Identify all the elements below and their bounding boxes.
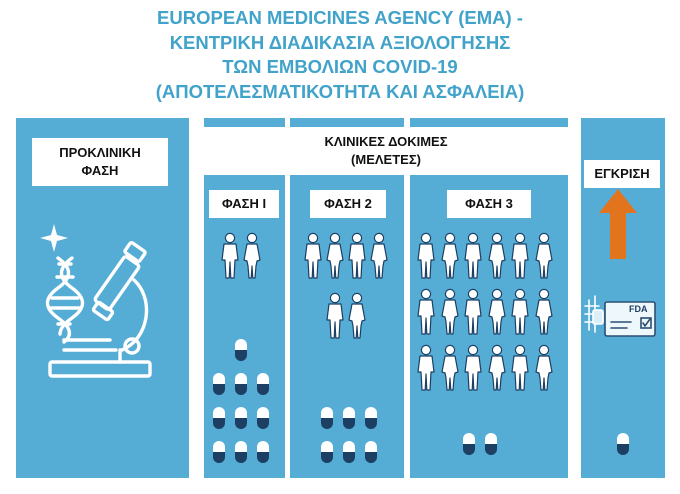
pill-icon [462, 432, 476, 456]
approval-doses [616, 432, 630, 456]
pill-icon [364, 440, 378, 464]
person-icon [510, 232, 534, 280]
pill-icon [320, 440, 334, 464]
person-icon [440, 344, 464, 392]
pill-icon [234, 338, 248, 362]
approval-label: ΕΓΚΡΙΣΗ [584, 160, 660, 188]
person-icon [510, 344, 534, 392]
person-icon [487, 344, 511, 392]
person-icon [487, 288, 511, 336]
person-icon [440, 288, 464, 336]
spacer [303, 292, 325, 340]
person-icon [534, 344, 558, 392]
pill-icon [234, 406, 248, 430]
phase-2-doses [320, 406, 378, 464]
person-icon [534, 288, 558, 336]
phase-1-label: ΦΑΣΗ Ι [209, 190, 279, 218]
phase-3-participants [416, 232, 557, 392]
person-icon [325, 292, 347, 340]
pill-icon [212, 406, 226, 430]
pill-icon [256, 406, 270, 430]
pill-icon [342, 440, 356, 464]
phase-1-doses [212, 338, 270, 464]
pill-icon [320, 406, 334, 430]
fda-label: FDA [629, 304, 648, 314]
person-icon [347, 232, 369, 280]
pill-icon [342, 406, 356, 430]
person-icon [463, 288, 487, 336]
phase-2-participants [303, 232, 391, 340]
fda-document-icon: FDA [583, 292, 663, 342]
phase-3-doses [462, 432, 498, 456]
phase-1-participants [220, 232, 264, 280]
diagram-title: EUROPEAN MEDICINES AGENCY (EMA) - ΚΕΝΤΡΙ… [0, 6, 680, 104]
spacer [212, 338, 226, 362]
pill-icon [256, 440, 270, 464]
pill-icon [212, 372, 226, 396]
pill-icon [256, 372, 270, 396]
person-icon [220, 232, 242, 280]
person-icon [510, 288, 534, 336]
person-icon [463, 232, 487, 280]
preclinical-label-line-1: ΠΡΟΚΛΙΝΙΚΗ [59, 145, 141, 160]
person-icon [463, 344, 487, 392]
pill-icon [212, 440, 226, 464]
person-icon [369, 232, 391, 280]
up-arrow-icon [599, 189, 637, 259]
person-icon [325, 232, 347, 280]
pill-icon [616, 432, 630, 456]
person-icon [416, 288, 440, 336]
title-line-3: ΤΩΝ ΕΜΒΟΛΙΩΝ COVID-19 [222, 56, 458, 77]
person-icon [440, 232, 464, 280]
pill-icon [484, 432, 498, 456]
preclinical-label-line-2: ΦΑΣΗ [81, 163, 119, 178]
dna-microscope-icon [34, 220, 162, 382]
clinical-label-line-1: ΚΛΙΝΙΚΕΣ ΔΟΚΙΜΕΣ [324, 134, 448, 149]
pill-icon [364, 406, 378, 430]
person-icon [416, 344, 440, 392]
clinical-trials-label: ΚΛΙΝΙΚΕΣ ΔΟΚΙΜΕΣ (ΜΕΛΕΤΕΣ) [204, 127, 568, 175]
person-icon [416, 232, 440, 280]
preclinical-label: ΠΡΟΚΛΙΝΙΚΗ ΦΑΣΗ [32, 138, 168, 186]
person-icon [303, 232, 325, 280]
spacer [256, 338, 270, 362]
phase-3-label: ΦΑΣΗ 3 [447, 190, 531, 218]
person-icon [534, 232, 558, 280]
title-line-4: (ΑΠΟΤΕΛΕΣΜΑΤΙΚΟΤΗΤΑ ΚΑΙ ΑΣΦΑΛΕΙΑ) [155, 80, 525, 102]
clinical-label-line-2: (ΜΕΛΕΤΕΣ) [351, 152, 421, 167]
pill-icon [234, 440, 248, 464]
title-line-2: ΚΕΝΤΡΙΚΗ ΔΙΑΔΙΚΑΣΙΑ ΑΞΙΟΛΟΓΗΣΗΣ [169, 31, 511, 53]
person-icon [487, 232, 511, 280]
person-icon [347, 292, 369, 340]
phase-2-label: ΦΑΣΗ 2 [310, 190, 386, 218]
person-icon [242, 232, 264, 280]
pill-icon [234, 372, 248, 396]
title-line-1: EUROPEAN MEDICINES AGENCY (EMA) - [157, 7, 523, 28]
